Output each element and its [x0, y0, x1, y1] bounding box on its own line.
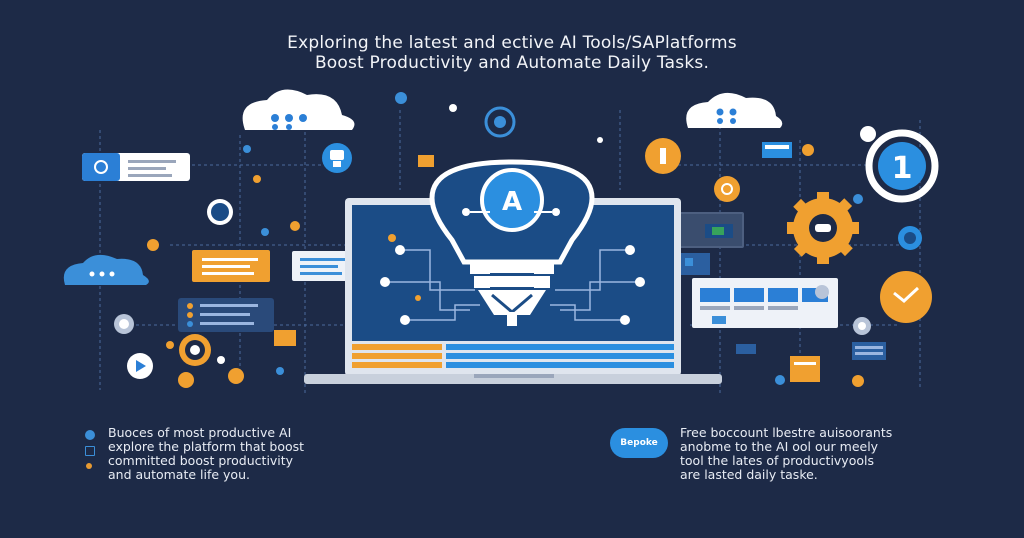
settings-card-icon — [82, 153, 190, 181]
note-card-icon — [192, 250, 270, 282]
right-description: Free boccount lbestre auisoorants anobme… — [680, 425, 893, 482]
checklist-card-icon — [178, 298, 274, 332]
cloud-icon — [63, 254, 149, 285]
left-description: Buoces of most productive AI explore the… — [108, 425, 305, 482]
bullet-icon — [85, 430, 95, 440]
document-icon — [418, 155, 434, 167]
text-card-icon — [292, 251, 354, 281]
power-icon — [714, 176, 740, 202]
brand-logo-badge: Bepoke — [610, 428, 668, 458]
folder-icon — [790, 356, 820, 382]
headline-line-2: Boost Productivity and Automate Daily Ta… — [314, 53, 710, 73]
lightbulb-icon: A — [429, 159, 595, 326]
cloud-icon — [686, 92, 783, 128]
checkbox-icon — [85, 446, 95, 456]
bulb-letter: A — [502, 187, 522, 217]
server-icon — [852, 342, 886, 360]
dashboard-card-icon — [692, 278, 838, 328]
window-icon — [762, 142, 792, 158]
headline-line-1: Exploring the latest and ective AI Tools… — [287, 33, 737, 53]
next-arrow-icon — [880, 271, 932, 323]
gear-icon — [787, 192, 859, 264]
bullet-icon — [86, 463, 92, 469]
step-one-badge-icon: 1 — [865, 129, 939, 203]
step-one-label: 1 — [892, 151, 913, 186]
cloud-icon — [242, 89, 355, 130]
